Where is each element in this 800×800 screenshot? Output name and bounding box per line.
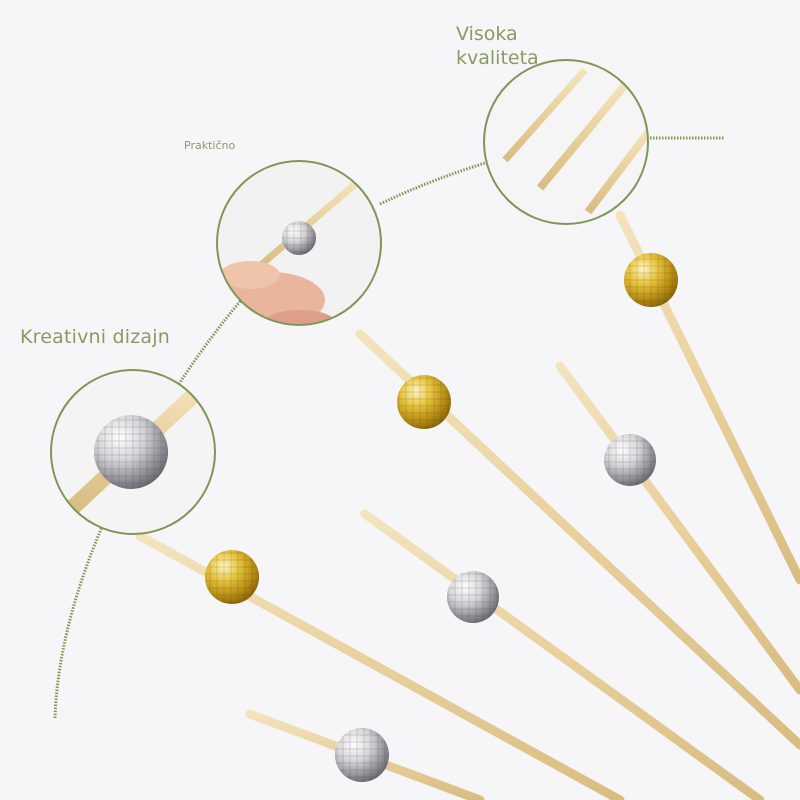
pick-5 (135, 531, 625, 800)
pick-6 (245, 709, 485, 800)
silver-bead (604, 434, 656, 486)
pick-4 (360, 509, 765, 800)
gold-bead (624, 253, 678, 307)
pick-1 (615, 210, 800, 585)
callout-practical (216, 160, 382, 326)
label-creative-design: Kreativni dizajn (20, 326, 170, 348)
label-high-quality: Visoka kvaliteta (456, 23, 539, 69)
label-practical: Praktično (184, 139, 236, 152)
gold-bead (397, 375, 451, 429)
silver-bead (447, 571, 499, 623)
silver-bead (335, 728, 389, 782)
gold-bead (205, 550, 259, 604)
decorative-arc (53, 136, 725, 719)
callout-creative (50, 369, 216, 535)
pick-2 (355, 329, 800, 750)
pick-3 (555, 361, 800, 695)
callout-quality (483, 59, 649, 225)
